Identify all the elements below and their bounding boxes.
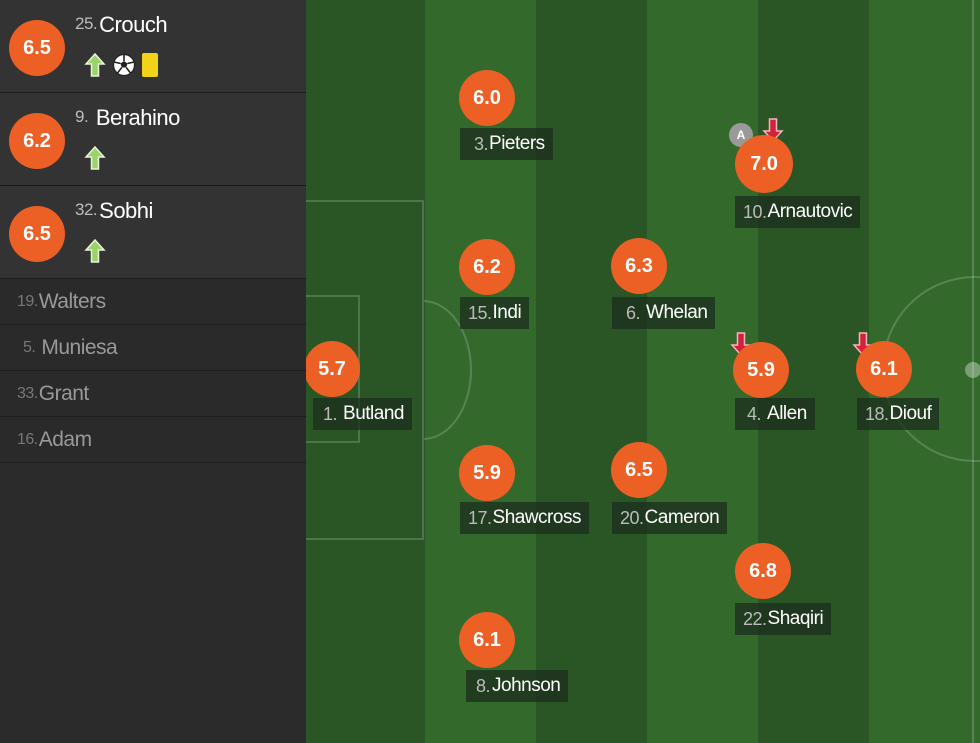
- shirt-number: 22.: [743, 608, 767, 629]
- player-label: 4.Allen: [735, 398, 815, 430]
- bench-player[interactable]: 5. Muniesa: [0, 325, 306, 371]
- shirt-number: 32.: [75, 200, 98, 219]
- rating-badge: 6.2: [459, 239, 515, 295]
- player-name-text: Berahino: [95, 105, 181, 130]
- shirt-number: 18.: [865, 403, 889, 424]
- player-name-text: Cameron: [644, 507, 720, 528]
- player-name-text: Butland: [343, 403, 404, 424]
- player-label: 6.Whelan: [612, 297, 716, 329]
- player-name-text: Grant: [38, 381, 90, 405]
- shirt-number: 6.: [626, 302, 641, 323]
- yellow-card-icon: [142, 53, 158, 77]
- rating-badge: 6.1: [459, 612, 515, 668]
- shirt-number: 4.: [747, 403, 762, 424]
- rating-badge: 6.3: [611, 238, 667, 294]
- shirt-number: 8.: [476, 675, 491, 696]
- soccer-ball-icon: [112, 53, 136, 77]
- shirt-number: 20.: [620, 507, 644, 528]
- rating-badge: 6.0: [459, 70, 515, 126]
- shirt-number: 1.: [323, 403, 338, 424]
- player-label: 22.Shaqiri: [735, 603, 832, 635]
- shirt-number: 3.: [474, 133, 489, 154]
- shirt-number: 25.: [75, 14, 98, 33]
- player-label: 8.Johnson: [466, 670, 569, 702]
- player-name-text: Arnautovic: [767, 201, 853, 222]
- substitute-row[interactable]: 6.2 9. Berahino: [0, 93, 306, 186]
- player-name-text: Allen: [767, 403, 807, 424]
- shirt-number: 33.: [17, 384, 38, 402]
- substitute-row[interactable]: 6.5 32.Sobhi: [0, 186, 306, 279]
- rating-badge: 6.1: [856, 341, 912, 397]
- player-label: 20.Cameron: [612, 502, 728, 534]
- rating-badge: 5.9: [459, 445, 515, 501]
- shirt-number: 16.: [17, 430, 38, 448]
- shirt-number: 10.: [743, 201, 767, 222]
- player-name-text: Shawcross: [492, 507, 582, 528]
- bench-player[interactable]: 19.Walters: [0, 279, 306, 325]
- player-label: 1.Butland: [313, 398, 412, 430]
- arrow-up-icon: [84, 238, 106, 263]
- player-name-text: Crouch: [99, 12, 168, 37]
- player-name-text: Indi: [492, 302, 522, 323]
- rating-badge: 7.0: [735, 135, 793, 193]
- player-name-text: Muniesa: [41, 335, 118, 359]
- player-label: 18.Diouf: [857, 398, 940, 430]
- player-label: 3.Pieters: [460, 128, 553, 160]
- rating-badge: 6.8: [735, 543, 791, 599]
- player-label: 10.Arnautovic: [735, 196, 861, 228]
- player-name-text: Walters: [38, 289, 106, 313]
- shirt-number: 15.: [468, 302, 492, 323]
- player-label: 15.Indi: [460, 297, 530, 329]
- rating-badge: 6.5: [611, 442, 667, 498]
- player-name-text: Sobhi: [99, 198, 153, 223]
- substitute-row[interactable]: 6.5 25.Crouch: [0, 0, 306, 93]
- rating-badge: 6.2: [9, 113, 65, 169]
- pitch-stripe: [536, 0, 647, 743]
- player-name-text: Whelan: [646, 302, 708, 323]
- bench-player[interactable]: 33.Grant: [0, 371, 306, 417]
- player-name: 25.Crouch: [75, 12, 168, 38]
- player-name-text: Pieters: [489, 133, 545, 154]
- shirt-number: 5.: [23, 338, 36, 356]
- penalty-box: [306, 200, 424, 540]
- rating-badge: 5.9: [733, 342, 789, 398]
- shirt-number: 17.: [468, 507, 492, 528]
- center-spot: [965, 362, 980, 378]
- rating-badge: 6.5: [9, 206, 65, 262]
- player-name-text: Johnson: [492, 675, 561, 696]
- player-name-text: Diouf: [889, 403, 932, 424]
- player-name-text: Shaqiri: [767, 608, 824, 629]
- pitch: 6.0 3.Pieters A 7.0 10.Arnautovic 6.2 15…: [306, 0, 980, 743]
- shirt-number: 19.: [17, 292, 38, 310]
- rating-badge: 6.5: [9, 20, 65, 76]
- player-name: 9. Berahino: [75, 105, 180, 131]
- arrow-up-icon: [84, 52, 106, 77]
- player-label: 17.Shawcross: [460, 502, 589, 534]
- substitutes-panel: 6.5 25.Crouch 6.2 9. Berahino 6.5 32.Sob…: [0, 0, 306, 743]
- player-name: 32.Sobhi: [75, 198, 153, 224]
- player-name-text: Adam: [38, 427, 92, 451]
- rating-badge: 5.7: [306, 341, 360, 397]
- shirt-number: 9.: [75, 107, 89, 126]
- bench-player[interactable]: 16.Adam: [0, 417, 306, 463]
- arrow-up-icon: [84, 145, 106, 170]
